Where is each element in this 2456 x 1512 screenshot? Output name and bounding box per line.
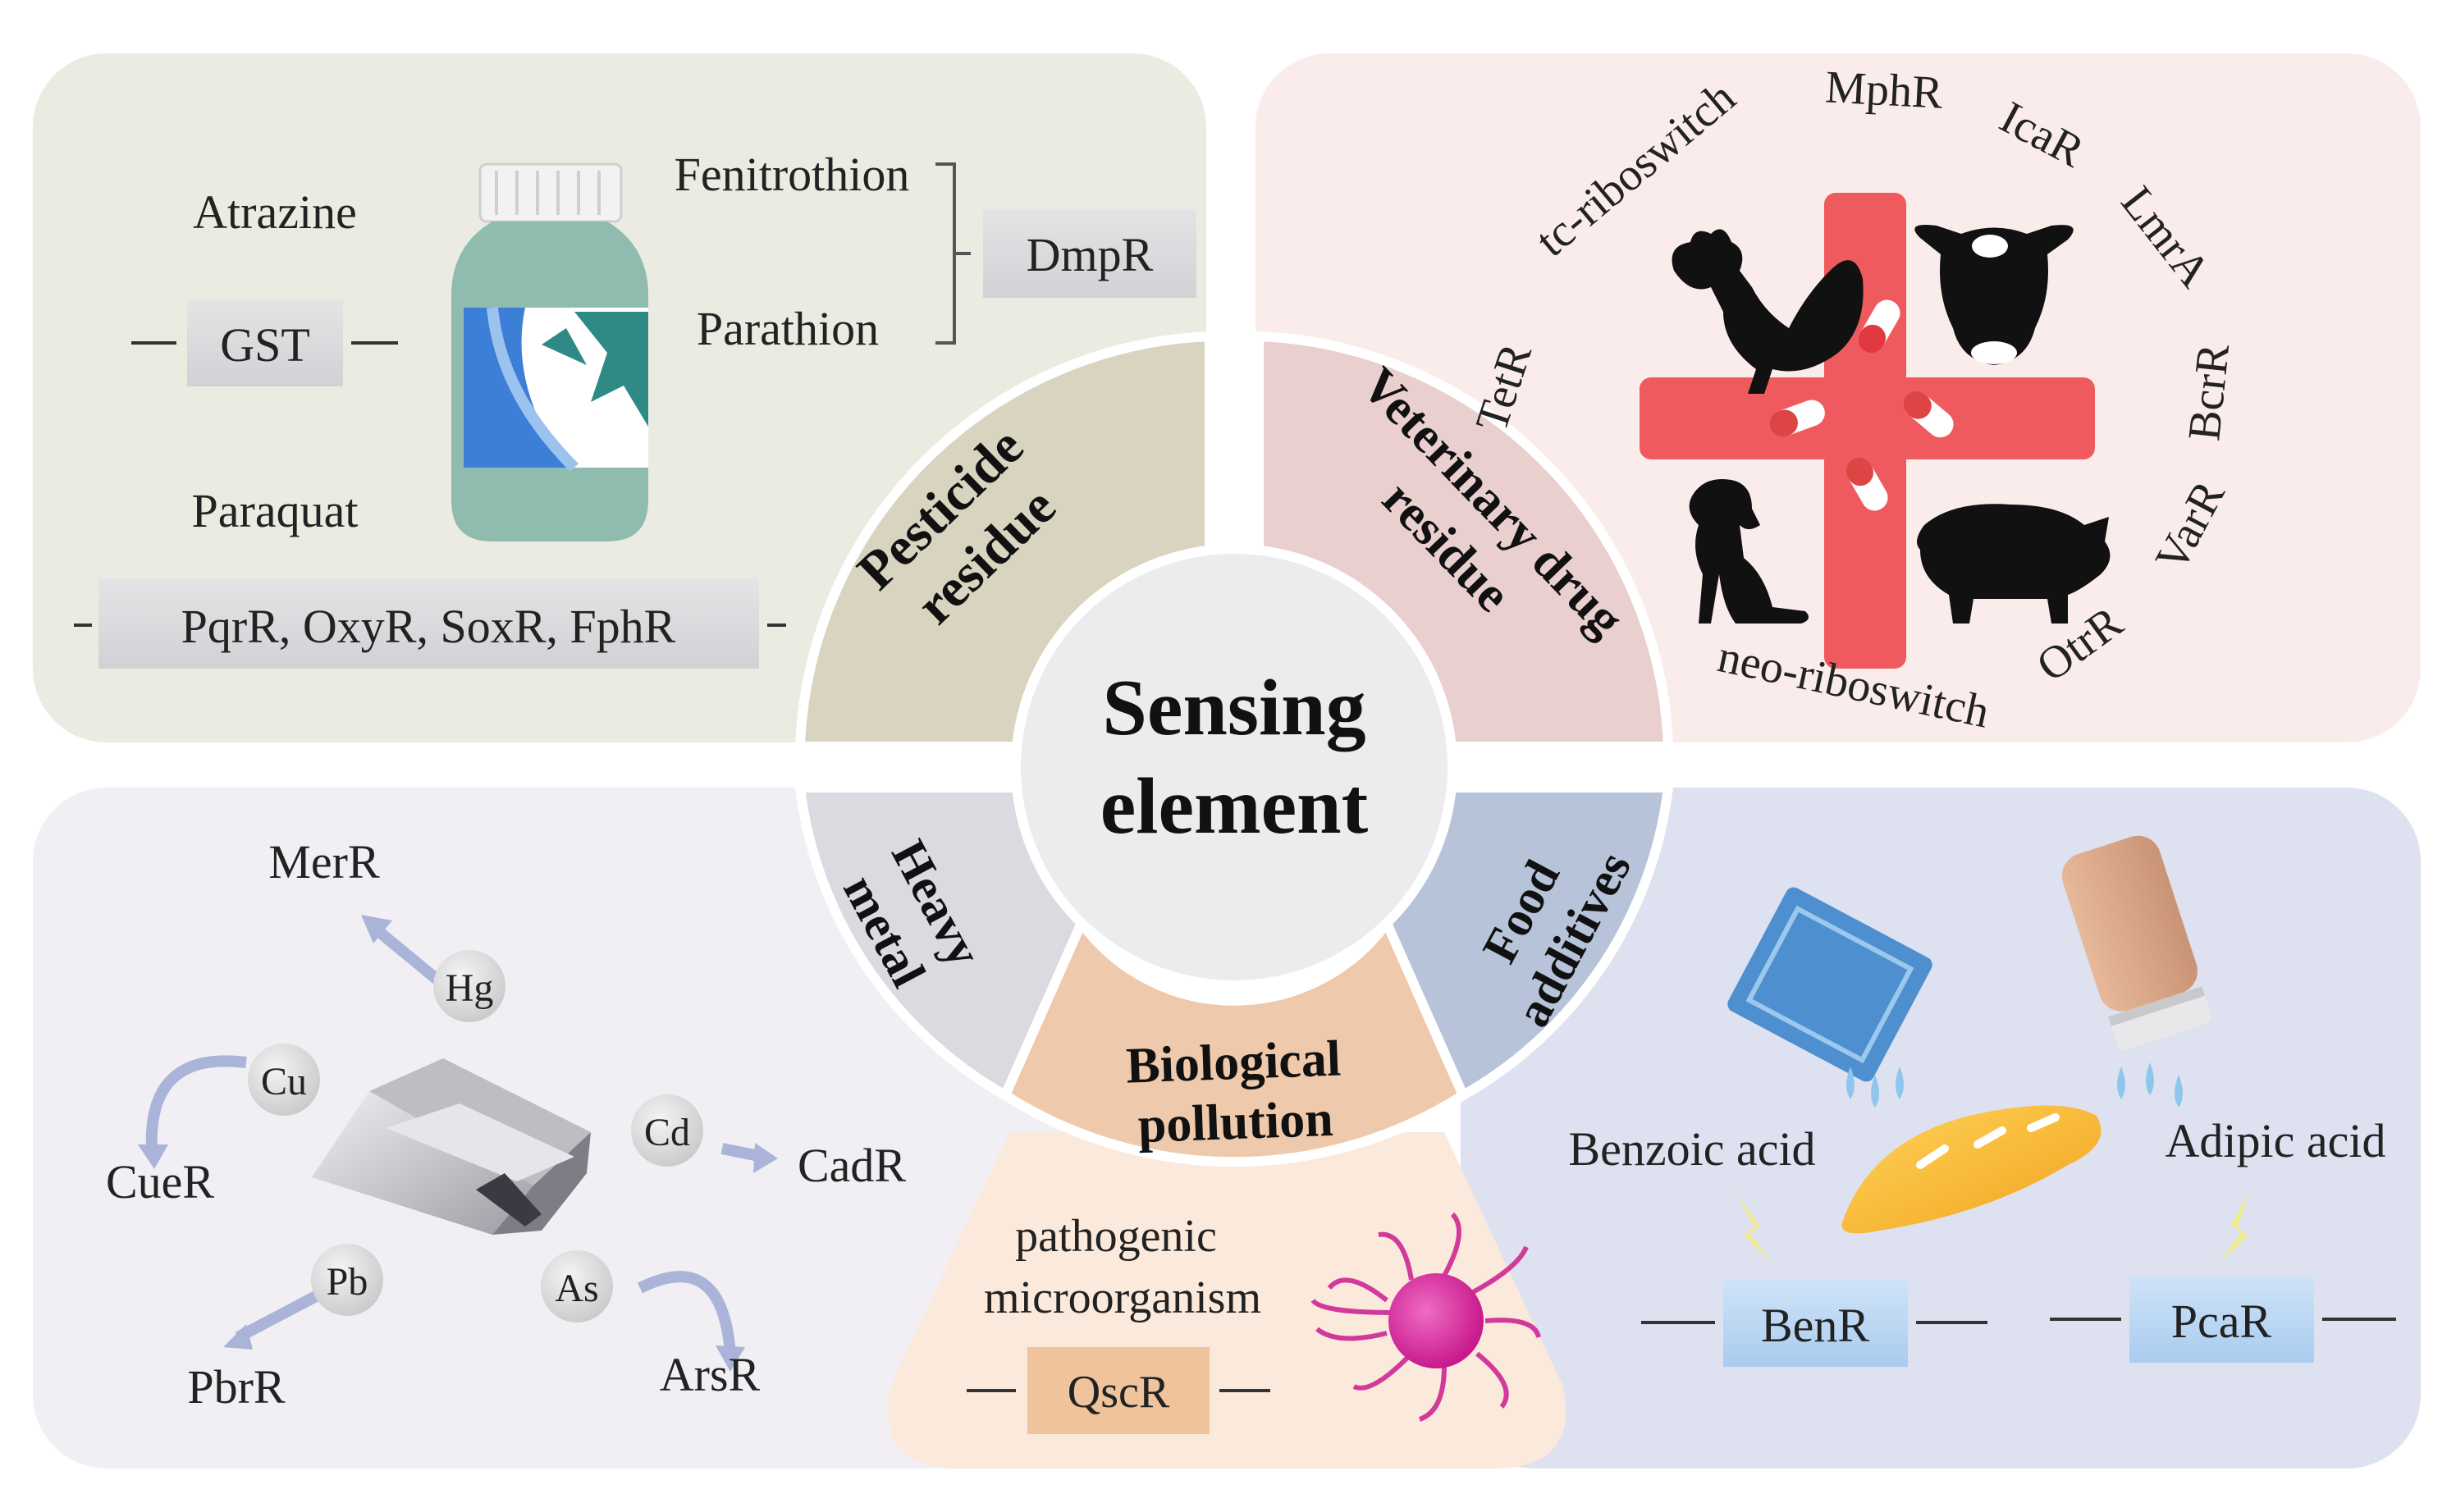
cadr-label: CadR bbox=[798, 1139, 906, 1192]
pathogen-line1: pathogenic bbox=[1015, 1211, 1217, 1262]
ring-label-mphr: MphR bbox=[1824, 62, 1945, 118]
pcar-label: PcaR bbox=[2171, 1295, 2272, 1348]
cow-icon bbox=[1914, 225, 2074, 365]
droplets-right bbox=[2117, 1062, 2183, 1108]
benr-box bbox=[1723, 1280, 1908, 1367]
arrow-head-pbrr bbox=[223, 1324, 253, 1350]
center-title-line1: Sensing bbox=[1102, 664, 1365, 752]
gst-label: GST bbox=[220, 318, 310, 372]
gst-box bbox=[187, 299, 343, 386]
droplets-left bbox=[1846, 1067, 1904, 1108]
pqr-box bbox=[98, 578, 759, 669]
pbrr-label: PbrR bbox=[187, 1360, 286, 1414]
qscr-label: QscR bbox=[1068, 1367, 1170, 1418]
as-label: As bbox=[555, 1267, 598, 1310]
pb-ball bbox=[311, 1244, 383, 1316]
pb-label: Pb bbox=[327, 1260, 368, 1304]
arrow-head-cuer bbox=[138, 1144, 168, 1169]
metal-ingot-icon bbox=[312, 1058, 591, 1235]
paraquat-label: Paraquat bbox=[192, 484, 359, 537]
dmpr-label: DmpR bbox=[1027, 228, 1154, 281]
dmpr-box bbox=[983, 209, 1196, 298]
dog-icon bbox=[1689, 479, 1809, 624]
cd-ball bbox=[631, 1094, 703, 1167]
atrazine-label: Atrazine bbox=[193, 185, 357, 239]
arrow-head-arsr bbox=[716, 1345, 745, 1372]
cd-label: Cd bbox=[644, 1111, 690, 1154]
food-packet-icon bbox=[1727, 887, 1932, 1082]
arrow-head-cadr bbox=[753, 1143, 778, 1173]
biological-sector-label-1: Biological bbox=[1125, 1030, 1342, 1094]
fenitrothion-label: Fenitrothion bbox=[675, 148, 910, 201]
signal-left-icon bbox=[1736, 1194, 1772, 1263]
metal-balls bbox=[248, 950, 703, 1322]
arrow-head-merr bbox=[361, 915, 392, 943]
metal-arrows bbox=[145, 922, 765, 1354]
pesticide-bottle-icon bbox=[451, 162, 648, 541]
adipic-acid-label: Adipic acid bbox=[2166, 1114, 2386, 1167]
rooster-icon bbox=[1672, 229, 1864, 394]
center-circle-fill bbox=[1021, 554, 1448, 980]
cuer-label: CueR bbox=[106, 1155, 214, 1208]
hg-ball bbox=[433, 950, 505, 1022]
arsr-label: ArsR bbox=[660, 1348, 761, 1401]
pig-icon bbox=[1917, 504, 2111, 624]
cu-ball bbox=[248, 1044, 320, 1116]
merr-label: MerR bbox=[268, 835, 380, 888]
bracket bbox=[935, 162, 971, 345]
biological-sector-label-2: pollution bbox=[1137, 1091, 1334, 1153]
signal-right-icon bbox=[2220, 1194, 2248, 1263]
center-title-line2: element bbox=[1100, 762, 1369, 851]
microorganism-icon bbox=[1310, 1212, 1541, 1422]
bread-icon bbox=[1841, 1105, 2102, 1234]
benzoic-acid-label: Benzoic acid bbox=[1568, 1122, 1815, 1176]
benr-label: BenR bbox=[1761, 1299, 1869, 1352]
qscr-box bbox=[1027, 1347, 1210, 1434]
pcar-box bbox=[2129, 1276, 2314, 1363]
capsule-icon bbox=[1769, 299, 1954, 511]
ring-label-bcrr: BcrR bbox=[2179, 340, 2239, 443]
cu-label: Cu bbox=[261, 1060, 307, 1103]
spice-bottle-icon bbox=[2061, 835, 2212, 1051]
pqr-label: PqrR, OxyR, SoxR, FphR bbox=[181, 600, 676, 653]
pathogen-line2: microorganism bbox=[984, 1272, 1261, 1323]
hg-label: Hg bbox=[446, 966, 494, 1010]
as-ball bbox=[541, 1250, 613, 1322]
parathion-label: Parathion bbox=[697, 302, 879, 355]
